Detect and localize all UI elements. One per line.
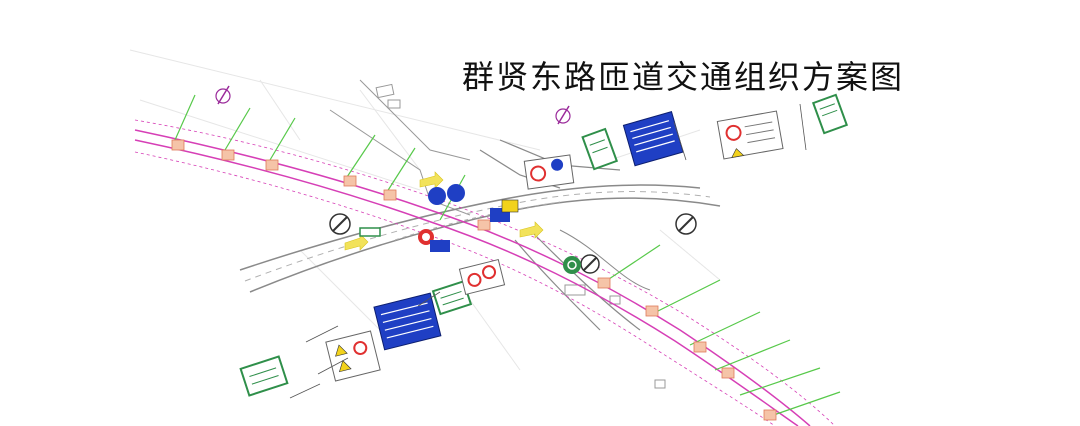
construction-notice-sign <box>622 110 684 167</box>
work-zone-icon <box>458 258 506 296</box>
work-zone-sign <box>581 127 619 171</box>
round-signs <box>329 184 697 274</box>
detour-arrow-icon <box>419 171 444 189</box>
north-arrow-icon <box>215 85 231 105</box>
work-zone-sign <box>239 355 289 397</box>
roundabout-sign <box>563 256 581 274</box>
sign-boards <box>239 93 849 397</box>
no-entry-icon <box>675 213 697 235</box>
direction-sign <box>359 227 381 237</box>
construction-notice-sign <box>373 292 442 351</box>
lane-sign <box>430 240 450 252</box>
work-zone-icon <box>325 330 381 382</box>
work-zone-icon <box>523 154 575 190</box>
station-ticks <box>174 94 841 419</box>
detour-arrow-icon <box>519 221 544 239</box>
detour-arrow-icon <box>344 233 369 251</box>
work-zone-sign <box>811 93 849 135</box>
diagram-title: 群贤东路匝道交通组织方案图 <box>462 58 905 96</box>
warning-sign <box>501 199 519 213</box>
ramp-alignment <box>134 119 836 426</box>
main-road <box>239 139 721 331</box>
annotation-lines <box>289 103 807 399</box>
north-arrow-icon <box>555 105 571 125</box>
detour-arrows <box>344 171 544 251</box>
no-entry-icon <box>329 213 351 235</box>
station-markers <box>171 139 777 421</box>
no-entry-icon <box>580 254 600 274</box>
work-zone-icon <box>716 110 784 160</box>
